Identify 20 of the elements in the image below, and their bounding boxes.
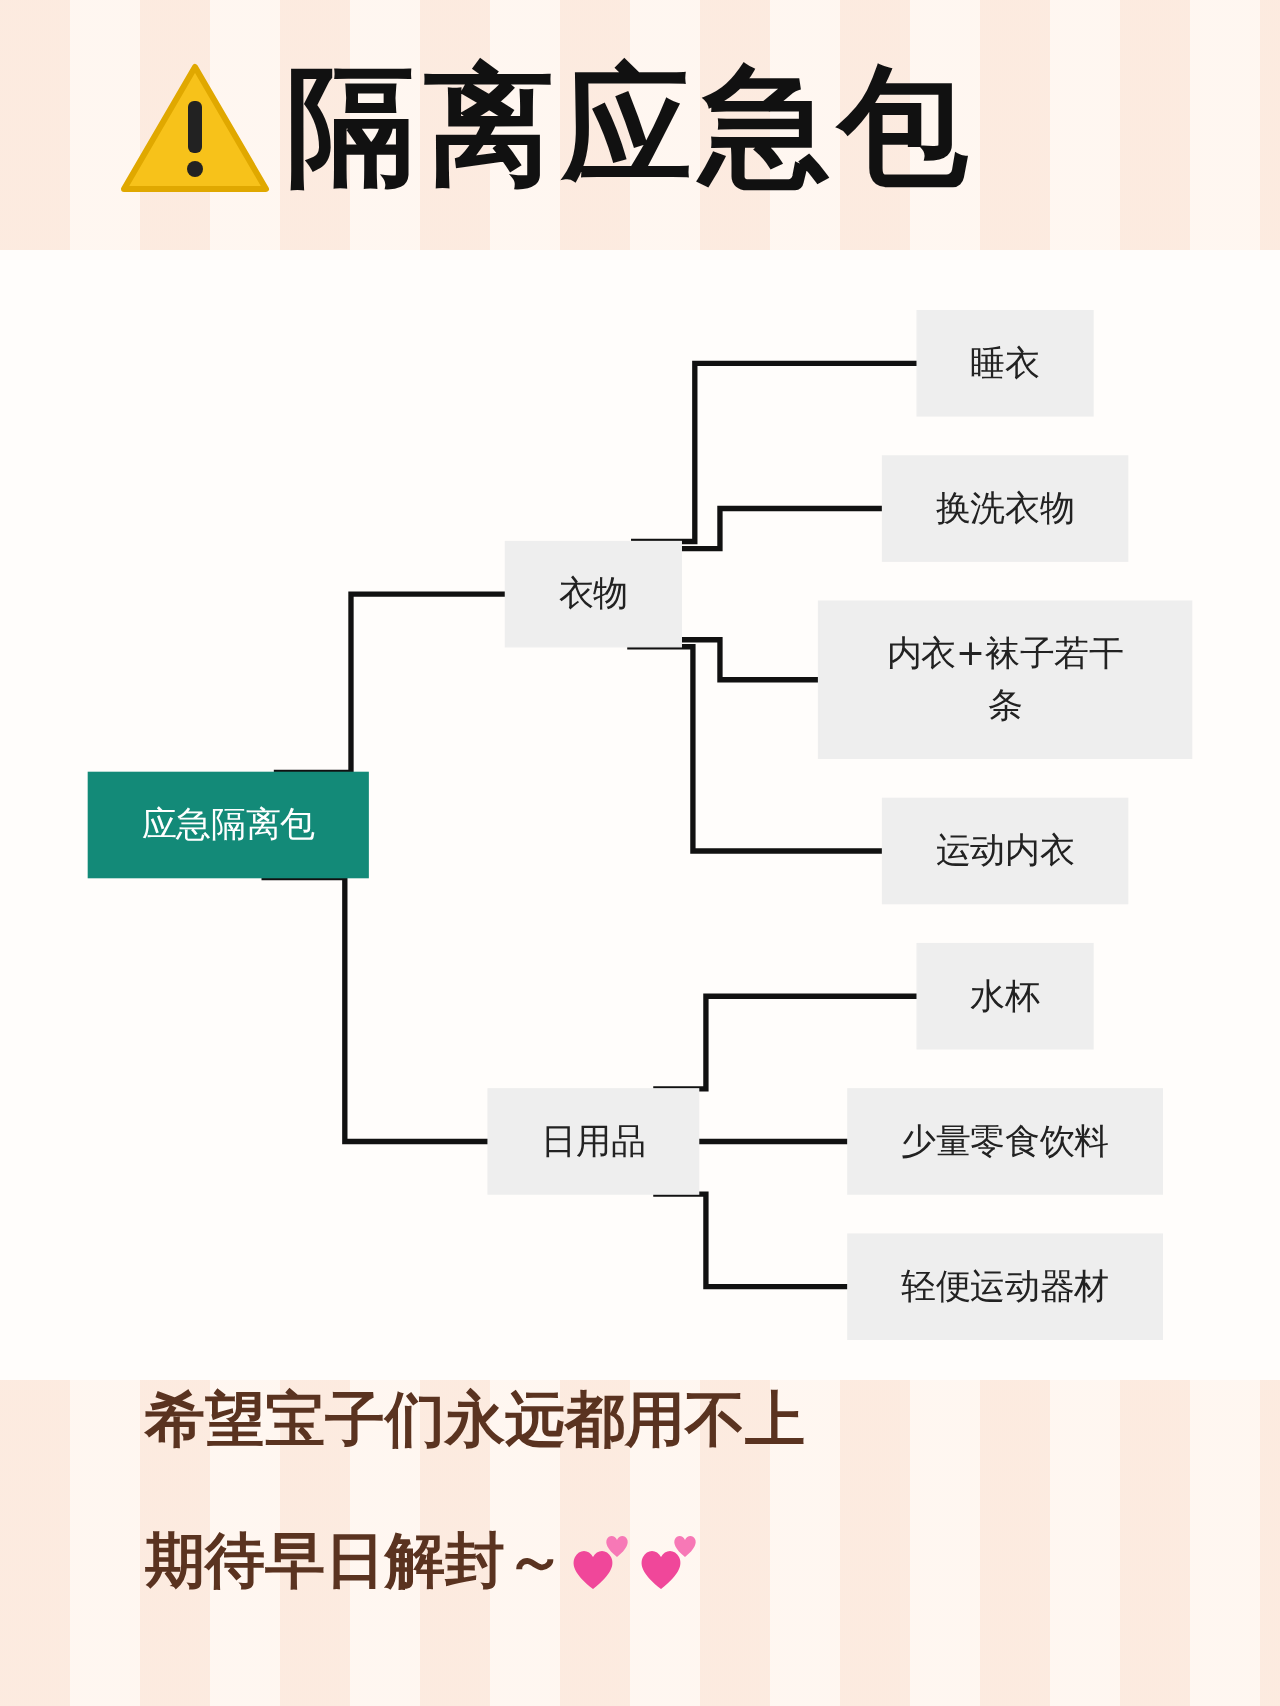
connector	[627, 644, 883, 854]
node-box: 换洗衣物	[881, 455, 1129, 562]
node-box: 少量零食饮料	[847, 1088, 1163, 1195]
connector	[631, 360, 918, 545]
node-box: 日用品	[487, 1088, 700, 1195]
connector	[681, 505, 883, 552]
node-box: 轻便运动器材	[847, 1233, 1163, 1340]
node-box: 应急隔离包	[87, 771, 369, 879]
connector	[653, 1191, 848, 1290]
node-box: 睡衣	[916, 310, 1094, 417]
title: 隔离应急包	[286, 49, 976, 204]
connector	[698, 1138, 848, 1145]
node-box: 运动内衣	[881, 797, 1129, 905]
note-text: 希望宝子们永远都用不上	[145, 1383, 805, 1456]
note-text: 期待早日解封～	[145, 1524, 565, 1597]
node-box: 内衣+袜子若干条	[817, 600, 1193, 760]
connector	[653, 993, 918, 1092]
connector	[681, 637, 819, 683]
node-box: 水杯	[916, 942, 1094, 1050]
node-box: 衣物	[504, 540, 682, 648]
